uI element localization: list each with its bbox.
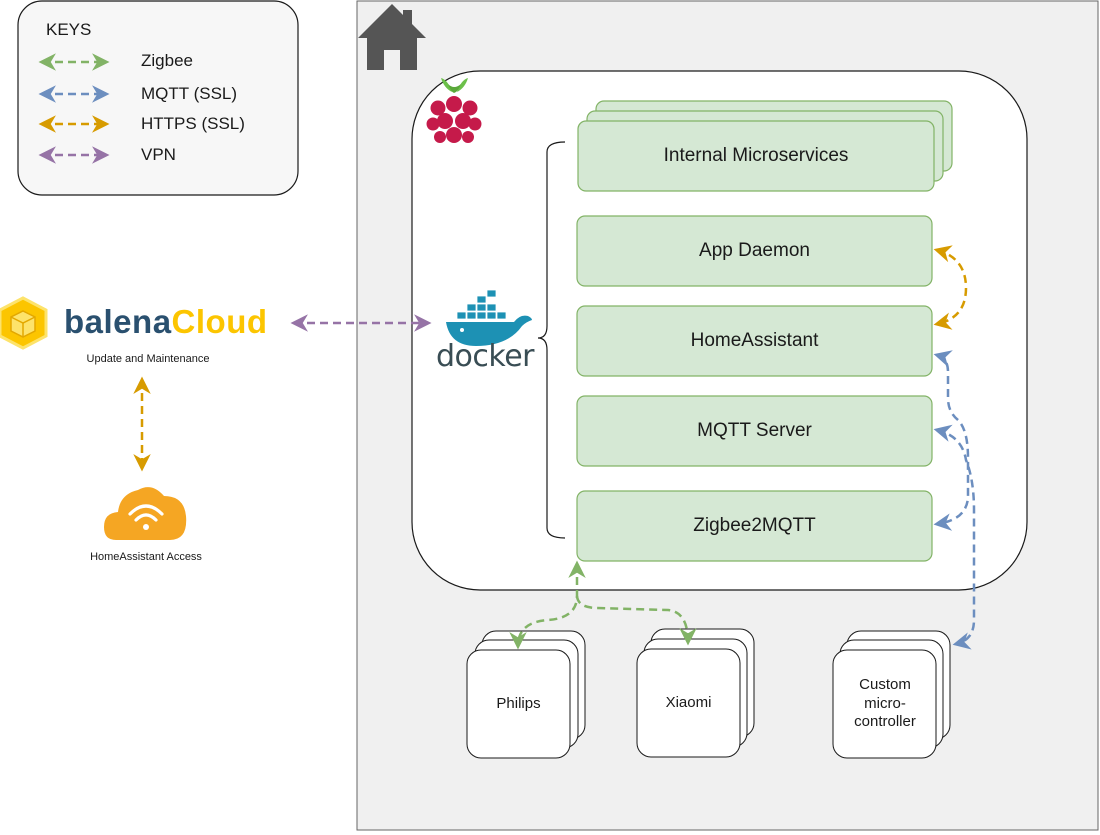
home-icon [358, 4, 426, 70]
custom-device-stack [832, 630, 951, 759]
balena-word: balena [64, 303, 172, 340]
docker-bracket [537, 141, 566, 539]
home-assistant-box [576, 305, 933, 377]
app-daemon-label: App Daemon [699, 240, 810, 261]
mqtt-server-label: MQTT Server [697, 420, 812, 441]
raspberry-pi-icon [426, 78, 482, 143]
zigbee2mqtt-box [576, 490, 933, 562]
key-label-zigbee: Zigbee [141, 51, 193, 70]
balena-caption: Update and Maintenance [86, 353, 210, 365]
balena-cloud-logo: balenaCloud [64, 303, 268, 341]
app-daemon-box [576, 215, 933, 287]
https-appdaemon-homeassistant-connector [933, 245, 968, 330]
docker-whale-icon [446, 289, 532, 346]
mqtt-server-custom-connector [933, 424, 976, 650]
home-assistant-label: HomeAssistant [690, 330, 819, 351]
internal-microservices-label: Internal Microservices [663, 145, 849, 166]
key-label-vpn: VPN [141, 145, 176, 164]
mqtt-server-box [576, 395, 933, 467]
key-label-https: HTTPS (SSL) [141, 114, 245, 133]
philips-label: Philips [496, 694, 541, 712]
zigbee2mqtt-label: Zigbee2MQTT [693, 515, 816, 536]
cloud-wifi-icon [104, 487, 187, 540]
xiaomi-device-stack [636, 628, 755, 758]
philips-device-stack [466, 630, 586, 759]
balena-cube-icon [0, 296, 48, 350]
custom-microcontroller-label: Custom micro-controller [854, 675, 916, 731]
zigbee-xiaomi-connector [575, 595, 697, 646]
internal-microservices-box [577, 120, 935, 192]
xiaomi-label: Xiaomi [665, 693, 712, 711]
docker-label: docker [436, 339, 535, 374]
keys-title: KEYS [46, 20, 92, 39]
access-caption: HomeAssistant Access [90, 551, 202, 563]
zigbee-philips-connector [509, 560, 586, 650]
cloud-word: Cloud [171, 303, 268, 340]
key-label-mqtt: MQTT (SSL) [141, 84, 238, 103]
